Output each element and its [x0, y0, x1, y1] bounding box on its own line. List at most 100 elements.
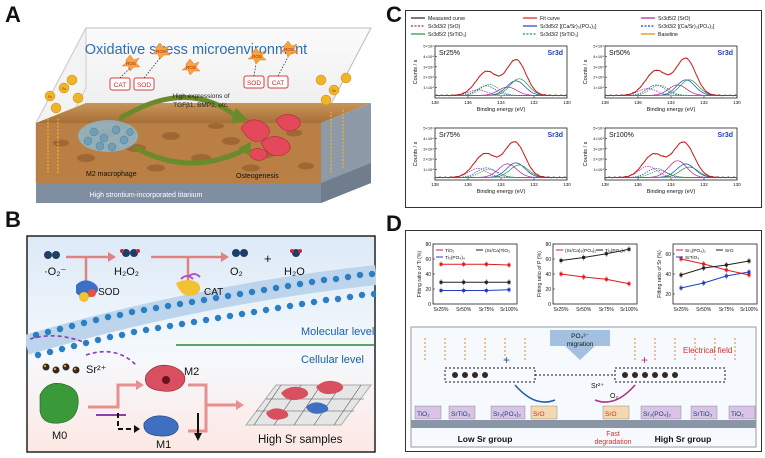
- ratio-xtick: Sr50%: [576, 307, 592, 313]
- compound-block-left: [490, 405, 526, 420]
- xps-xtick: 138: [601, 100, 609, 105]
- xps-tag: Sr3d: [717, 50, 733, 57]
- xps-ytick: 4×10⁴: [423, 136, 434, 141]
- xps-tag: Sr3d: [717, 132, 733, 139]
- panel-a-expression-1: High expressions of: [172, 93, 229, 100]
- xps-xtick: 136: [464, 182, 472, 187]
- ratio-ytick: 60: [545, 257, 551, 263]
- panel-b-letter: B: [5, 207, 21, 232]
- ratio-legend-label: SrO: [725, 248, 734, 254]
- osteoblast-cluster: [240, 114, 301, 161]
- ratio-xtick: Sr25%: [553, 307, 569, 313]
- xps-ytick: 3×10⁴: [423, 64, 434, 69]
- xps-ytick: 5×10⁴: [423, 44, 434, 49]
- sr-ion-a2: Sr: [62, 86, 67, 91]
- ratio-ytick: 80: [425, 242, 431, 248]
- xps-ytick: 3×10⁴: [423, 146, 434, 151]
- xps-xtick: 134: [667, 100, 675, 105]
- ratio-xtick: Sr100%: [620, 307, 638, 313]
- xps-component: [605, 170, 737, 178]
- ros-label-3: ROS: [186, 65, 196, 70]
- panel-a-cat-left: CAT: [114, 82, 127, 89]
- ratio-ylabel: Fitting ratio of Ti (%): [417, 251, 423, 298]
- ratio-legend-label: SrTiO₃: [685, 255, 699, 261]
- ros-label-1: ROS: [126, 61, 136, 66]
- xps-ytick: 4×10⁴: [593, 54, 604, 59]
- sr-ion-label: Sr²⁺: [86, 364, 107, 376]
- h2o2-label: H₂O₂: [114, 266, 139, 278]
- legend-label: Sr3d3/2 (SrO): [428, 24, 461, 30]
- xps-xlabel: Binding energy (eV): [647, 107, 696, 113]
- plus-left: +: [503, 353, 510, 367]
- ratio-ytick: 60: [665, 252, 671, 258]
- sod-enzyme: [76, 280, 98, 302]
- xps-ytick: 5×10⁴: [423, 126, 434, 131]
- degradation-diagram: PO₄³⁻ migration Electrical field + + Sr²…: [410, 326, 757, 448]
- xps-xtick: 138: [431, 182, 439, 187]
- xps-xtick: 132: [530, 100, 538, 105]
- panel-a-sod-right: SOD: [247, 80, 261, 87]
- xps-ylabel: Counts / s: [413, 141, 419, 166]
- xps-ytick: 1×10⁴: [423, 167, 434, 172]
- xps-xtick: 134: [497, 182, 505, 187]
- xps-component: [605, 88, 737, 96]
- compound-block-right: [602, 405, 630, 420]
- xps-fit: [605, 141, 737, 178]
- ratio-ylabel: Fitting ratio of Sr (%): [657, 250, 663, 298]
- xps-xtick: 134: [667, 182, 675, 187]
- m0-label: M0: [52, 430, 67, 442]
- m2-macrophage-label: M2 macrophage: [86, 171, 137, 178]
- panel-a-cat-right: CAT: [272, 80, 285, 87]
- xps-xtick: 130: [733, 182, 741, 187]
- electrical-field-label: Electrical field: [683, 346, 732, 355]
- ros-label-5: ROS: [284, 47, 294, 52]
- ros-label-2: ROS: [156, 49, 166, 54]
- xps-ylabel: Counts / s: [583, 59, 589, 84]
- xps-ytick: 4×10⁴: [423, 54, 434, 59]
- xps-ytick: 5×10⁴: [593, 126, 604, 131]
- ratio-legend-label: Sr₃(PO₄)₂: [685, 248, 706, 254]
- xps-ytick: 4×10⁴: [593, 136, 604, 141]
- cat-enzyme: [176, 273, 201, 296]
- h2o-label: H₂O: [284, 266, 305, 278]
- xps-ytick: 3×10⁴: [593, 64, 604, 69]
- ratio-legend-label: Ti₃(PO₄)₄: [445, 255, 465, 261]
- compound-block-left: [448, 405, 476, 420]
- o2-label: O₂: [230, 266, 243, 278]
- legend-label: Sr3d3/2 (SrTiO₃): [540, 32, 579, 38]
- xps-ytick: 1×10⁴: [423, 85, 434, 90]
- fast-degradation-1: Fast: [606, 431, 620, 438]
- sr-ion-a1: Sr: [48, 94, 53, 99]
- compound-label-right: TiO₂: [731, 411, 744, 418]
- xps-ytick: 2×10⁴: [593, 157, 604, 162]
- plus-label: +: [264, 251, 272, 266]
- ratio-ylabel: Fitting ratio of P (%): [537, 251, 543, 297]
- xps-sample-label: Sr25%: [439, 50, 460, 57]
- osteogenesis-label: Osteogenesis: [236, 173, 279, 180]
- xps-component: [605, 84, 737, 96]
- legend-label: Sr3d3/2 [(Ca/Sr)₃(PO₄)₂]: [658, 24, 715, 30]
- high-sr-group-label: High Sr group: [655, 434, 712, 444]
- cat-label: CAT: [204, 287, 223, 298]
- compound-label-left: TiO₂: [417, 411, 430, 418]
- xps-xlabel: Binding energy (eV): [477, 107, 526, 113]
- xps-xtick: 130: [733, 100, 741, 105]
- m0-cell: [39, 383, 79, 424]
- ratio-series-line: [441, 263, 510, 266]
- compound-label-left: Sr₃(PO₄)₂: [493, 411, 522, 418]
- legend-label: Sr3d5/2 (SrO): [658, 16, 691, 22]
- ratio-xtick: Sr25%: [673, 307, 689, 313]
- panel-a-sod-left: SOD: [137, 82, 151, 89]
- xps-xtick: 132: [700, 182, 708, 187]
- substrate-label: High strontium-incorporated titanium: [90, 192, 203, 199]
- xps-ylabel: Counts / s: [413, 59, 419, 84]
- migration-label-2: migration: [567, 341, 594, 348]
- xps-sample-label: Sr100%: [609, 132, 634, 139]
- xps-xtick: 132: [700, 100, 708, 105]
- xps-fit: [435, 141, 567, 178]
